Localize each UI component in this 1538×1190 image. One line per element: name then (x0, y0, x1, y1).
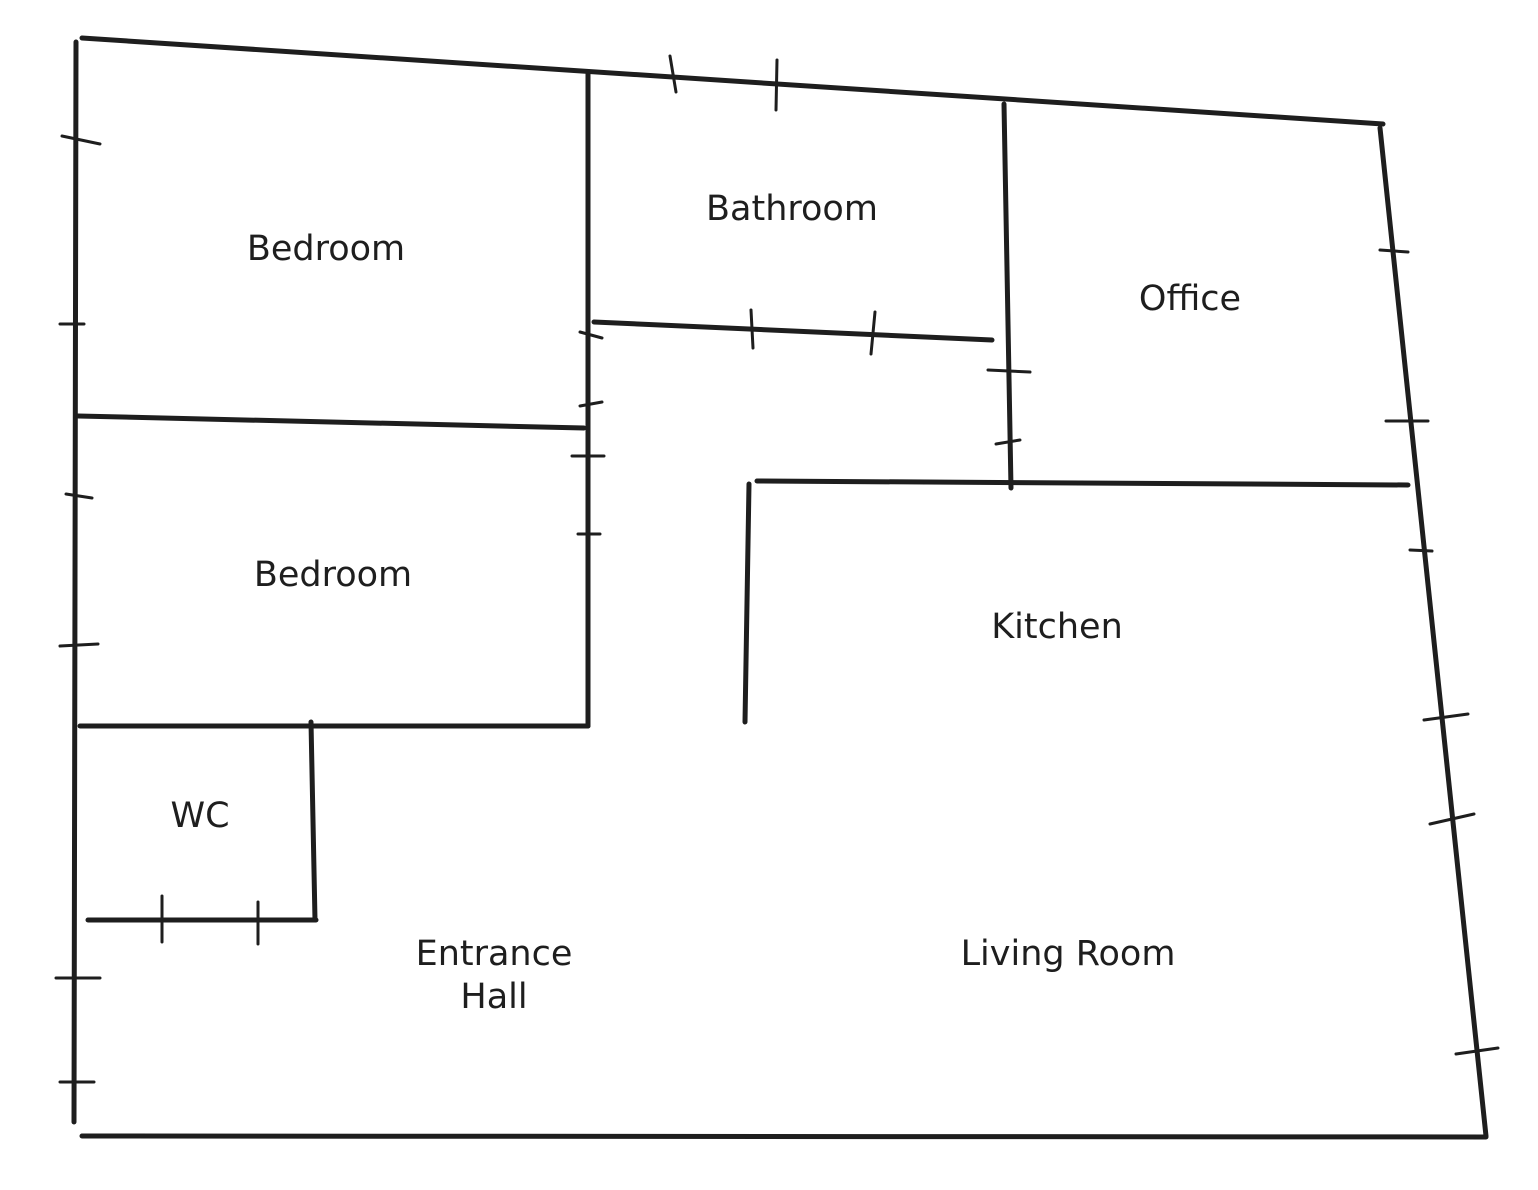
room-labels: Bedroom Bathroom Office Bedroom Kitchen … (170, 189, 1241, 1017)
window-mark (60, 134, 102, 146)
window-mark (64, 492, 94, 500)
room-label-bedroom-2: Bedroom (254, 555, 412, 595)
wall-bathroom-bottom (591, 319, 995, 343)
window-mark (668, 54, 678, 94)
room-label-bedroom-1: Bedroom (247, 229, 405, 269)
room-label-kitchen: Kitchen (991, 607, 1123, 647)
outer-wall-right (1377, 125, 1489, 1139)
window-mark (986, 368, 1032, 374)
wall-kitchen-top (754, 478, 1411, 488)
interior-walls (75, 71, 1411, 923)
window-mark (578, 330, 604, 340)
room-label-bathroom: Bathroom (706, 189, 878, 229)
room-label-entrance-hall-line1: Entrance (416, 934, 573, 974)
window-mark (1428, 812, 1476, 826)
window-mark (1454, 1046, 1500, 1056)
window-marks (54, 54, 1500, 1084)
wall-wc-right (308, 719, 318, 923)
wall-between-bedrooms (75, 413, 587, 431)
window-mark (869, 310, 877, 356)
outer-wall-top (79, 35, 1386, 127)
outer-walls (71, 35, 1489, 1140)
room-label-living-room: Living Room (961, 934, 1176, 974)
wall-bathroom-office (1001, 101, 1014, 491)
window-mark (578, 400, 604, 408)
window-mark (1378, 248, 1410, 254)
window-mark (1422, 712, 1470, 722)
room-label-entrance-hall-line2: Hall (460, 977, 527, 1017)
outer-wall-bottom (79, 1133, 1489, 1140)
room-label-wc: WC (170, 796, 229, 836)
outer-wall-left (71, 39, 79, 1125)
window-mark (1408, 548, 1434, 553)
window-mark (994, 438, 1022, 446)
room-label-office: Office (1139, 279, 1241, 319)
window-mark (774, 58, 779, 112)
window-mark (58, 642, 100, 648)
wall-kitchen-left (742, 481, 752, 725)
window-mark (749, 308, 755, 350)
